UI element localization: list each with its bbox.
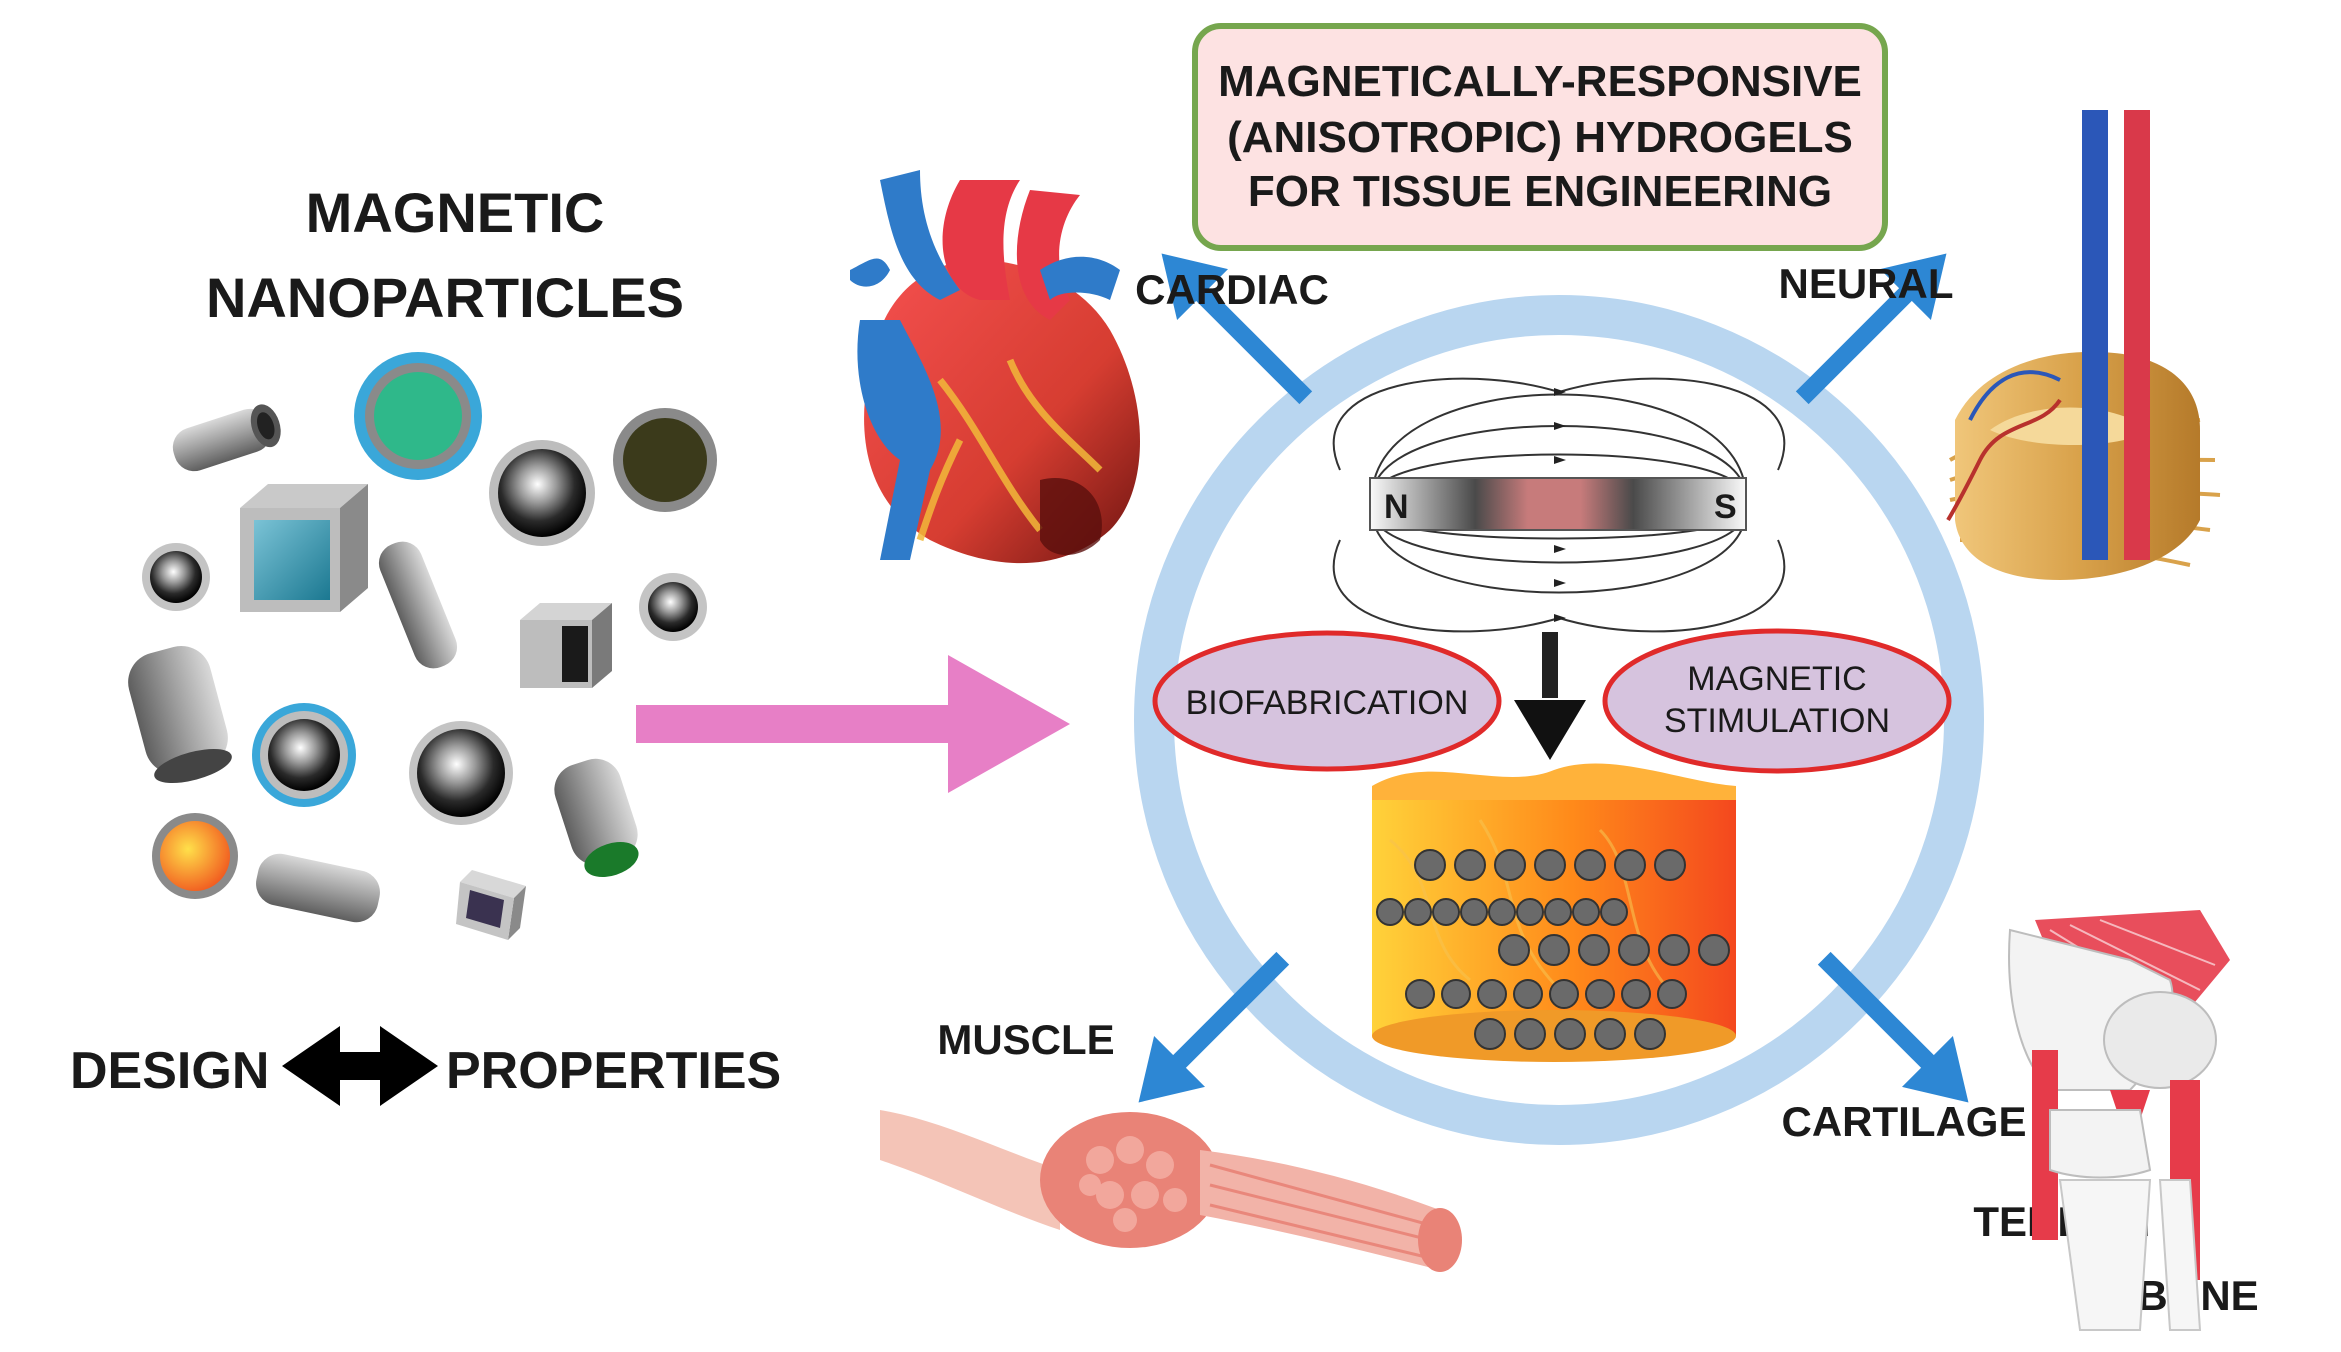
core-shell-particle <box>354 352 482 480</box>
metallic-sphere-particle <box>489 440 595 546</box>
nanoparticles-title-line2: NANOPARTICLES <box>206 266 684 329</box>
nanorod-particle <box>378 541 458 669</box>
small-nanocube-particle <box>456 870 526 940</box>
pink-arrow-icon <box>636 655 1070 793</box>
arrow-neural-icon <box>1795 253 1947 405</box>
arrow-cartilage-icon <box>1817 951 1969 1103</box>
aligned-particle-rows <box>1376 849 1730 1050</box>
magnet-north-label: N <box>1384 488 1409 526</box>
horizontal-nanorod-particle <box>256 853 380 923</box>
nanoparticle-cluster <box>128 352 717 940</box>
stimulation-label-line2: STIMULATION <box>1664 702 1890 740</box>
cardiac-label: CARDIAC <box>1135 266 1329 313</box>
large-sphere-particle <box>409 721 513 825</box>
nanoparticles-title-line1: MAGNETIC <box>306 181 605 244</box>
muscle-label: MUSCLE <box>937 1016 1114 1063</box>
neural-label: NEURAL <box>1779 260 1954 307</box>
biofabrication-ellipse: BIOFABRICATION <box>1152 630 1502 772</box>
small-sphere-particle-2 <box>639 573 707 641</box>
double-arrow-icon <box>282 1026 438 1106</box>
title-line2: (ANISOTROPIC) HYDROGELS <box>1227 113 1853 162</box>
properties-label: PROPERTIES <box>446 1042 781 1100</box>
bar-magnet-icon: N S <box>1332 377 1786 633</box>
title-line3: FOR TISSUE ENGINEERING <box>1248 167 1832 216</box>
stimulation-label-line1: MAGNETIC <box>1687 660 1866 698</box>
heart-icon <box>850 170 1140 564</box>
blue-arrows <box>1138 253 1969 1103</box>
hydrogel-cylinder-icon <box>1372 763 1736 1062</box>
title-line1: MAGNETICALLY-RESPONSIVE <box>1218 57 1862 106</box>
small-sphere-particle <box>142 543 210 611</box>
nanocube-particle <box>240 484 368 612</box>
green-end-nanotube-particle <box>554 758 639 878</box>
arrow-muscle-icon <box>1138 951 1290 1103</box>
olive-core-shell-particle <box>613 408 717 512</box>
spinal-cord-icon <box>1946 110 2221 580</box>
arrow-cardiac-icon <box>1161 253 1313 405</box>
design-label: DESIGN <box>70 1042 269 1100</box>
muscle-fiber-icon <box>880 1110 1462 1272</box>
knee-joint-icon <box>2008 910 2230 1331</box>
down-arrow-icon <box>1514 632 1586 760</box>
magnetic-stimulation-ellipse: MAGNETIC STIMULATION <box>1602 628 1952 774</box>
nanotube-particle <box>172 404 281 472</box>
cartilage-label: CARTILAGE <box>1782 1098 2027 1145</box>
large-nanotube-particle <box>128 645 232 784</box>
dark-nanocube-particle <box>520 603 612 688</box>
title-box: MAGNETICALLY-RESPONSIVE (ANISOTROPIC) HY… <box>1192 23 1888 251</box>
biofabrication-label: BIOFABRICATION <box>1186 684 1469 722</box>
orange-sphere-particle <box>152 813 238 899</box>
blue-shell-sphere-particle <box>252 703 356 807</box>
magnet-south-label: S <box>1714 488 1737 526</box>
left-panel: MAGNETIC NANOPARTICLES <box>70 181 781 1106</box>
